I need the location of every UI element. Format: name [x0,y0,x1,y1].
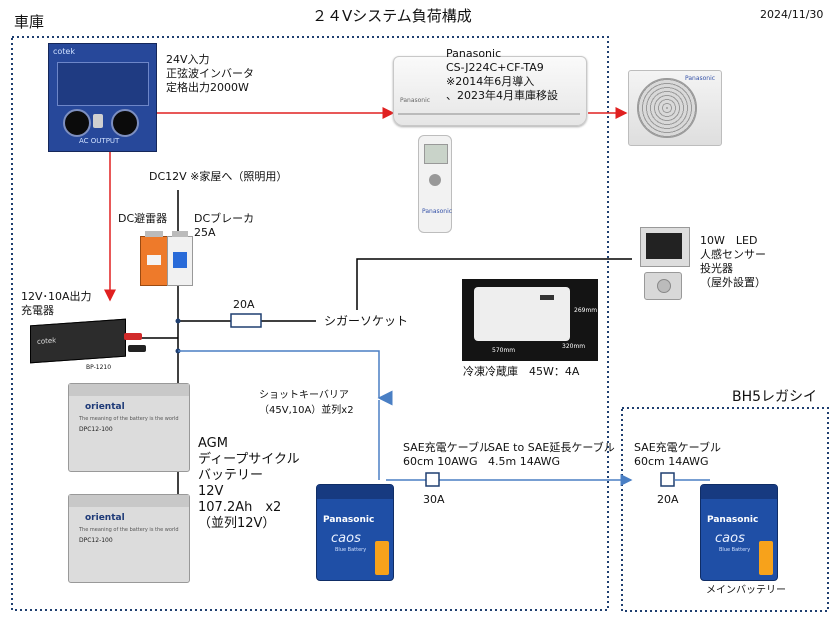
agm-model-1: DPC12-100 [79,426,113,433]
aircon-remote: Panasonic [418,135,452,233]
car-zone [621,407,829,612]
charger-label: 12V･10A出力 充電器 [21,290,92,317]
fuse-20a-symbol [230,313,262,328]
socket-label: シガーソケット [324,314,409,328]
aircon-desc: Panasonic CS-J224C+CF-TA9 ※2014年6月導入 、20… [446,47,558,102]
inverter-desc: 24V入力 正弦波インバータ 定格出力2000W [166,53,254,94]
fridge-dim-d: 320mm [562,343,586,350]
charger-model: BP-1210 [86,364,112,371]
fuse-20a-car-label: 20A [657,493,679,506]
caos-tag-car [759,541,773,575]
dc12v-label: DC12V ※家屋へ（照明用） [149,170,288,183]
power-switch-icon [93,114,103,128]
caos-logo-garage: caos [331,531,361,546]
led-floodlight-image [640,227,690,267]
fuse-30a-label: 30A [423,493,445,506]
fridge-image: 570mm 269mm 320mm [462,279,598,361]
agm-tagline-1: The meaning of the battery is the world [79,416,179,422]
fridge-label: 冷凍冷蔵庫 45W：4A [463,365,580,378]
main-battery-label: メインバッテリー [706,585,786,596]
inverter-ac-output: AC OUTPUT [79,137,120,145]
agm-brand-1: oriental [85,402,125,412]
charger-clip-black-icon [128,345,146,352]
agm-label: AGM ディープサイクル バッテリー 12V 107.2Ah x2 （並列12V… [198,436,300,531]
inverter-brand: cotek [53,47,75,56]
outdoor-brand: Panasonic [685,75,716,82]
fuse-20a-label: 20A [233,298,255,311]
led-label: 10W LED 人感センサー 投光器 （屋外設置） [700,234,766,289]
aircon-indoor-unit: Panasonic [393,56,587,126]
caos-sub-garage: Blue Battery [335,547,367,553]
agm-tagline-2: The meaning of the battery is the world [79,527,179,533]
caos-tag-garage [375,541,389,575]
fridge-dim-w: 570mm [492,347,516,354]
charge-line-to-diode [178,350,393,406]
caos-brand-car: Panasonic [707,515,759,525]
charger-clip-red-icon [124,333,142,340]
diagram-title: ２４Vシステム負荷構成 [312,7,472,25]
diode-label: ショットキーバリア （45V,10A）並列x2 [259,390,354,416]
remote-brand: Panasonic [422,208,453,215]
inverter-image: cotek AC OUTPUT [48,43,157,152]
caos-battery-garage-image: Panasonic caos Blue Battery [316,484,394,581]
remote-button-icon [429,174,441,186]
date-label: 2024/11/30 [760,8,824,21]
dc-line-to-led [356,258,632,310]
motion-sensor-image [644,272,682,300]
charger-brand: cotek [37,336,57,346]
garage-label: 車庫 [14,13,45,31]
caos-sub-car: Blue Battery [719,547,751,553]
breaker-label: DCブレーカ 25A [194,212,255,239]
surge-arrester-image [140,231,169,286]
aircon-vent [398,113,580,115]
agm-battery-1-image: oriental The meaning of the battery is t… [68,383,190,472]
fuse-20a-car-symbol [660,472,675,487]
fridge-dim-h: 269mm [574,307,598,314]
caos-logo-car: caos [715,531,745,546]
agm-battery-2-image: oriental The meaning of the battery is t… [68,494,190,583]
surge-label: DC避雷器 [118,212,168,225]
aircon-brand: Panasonic [400,97,431,104]
outlet-left-icon [63,109,91,137]
garage-zone [11,36,609,611]
caos-brand-garage: Panasonic [323,515,375,525]
remote-screen [424,144,448,164]
charger-image: cotek [30,318,126,364]
aircon-outdoor-unit: Panasonic [628,70,722,146]
agm-model-2: DPC12-100 [79,537,113,544]
car-label: BH5レガシイ [732,389,818,405]
inverter-panel [57,62,149,106]
cable1-label: SAE充電ケーブル 60cm 10AWG [403,441,491,468]
dc-junction-upper [175,318,181,324]
cable3-label: SAE充電ケーブル 60cm 14AWG [634,441,722,468]
fan-icon [637,78,697,138]
caos-battery-car-image: Panasonic caos Blue Battery [700,484,778,581]
agm-brand-2: oriental [85,513,125,523]
fuse-30a-symbol [425,472,440,487]
cable2-label: SAE to SAE延長ケーブル 4.5m 14AWG [488,441,615,468]
dc-breaker-image [167,231,193,286]
outlet-right-icon [111,109,139,137]
